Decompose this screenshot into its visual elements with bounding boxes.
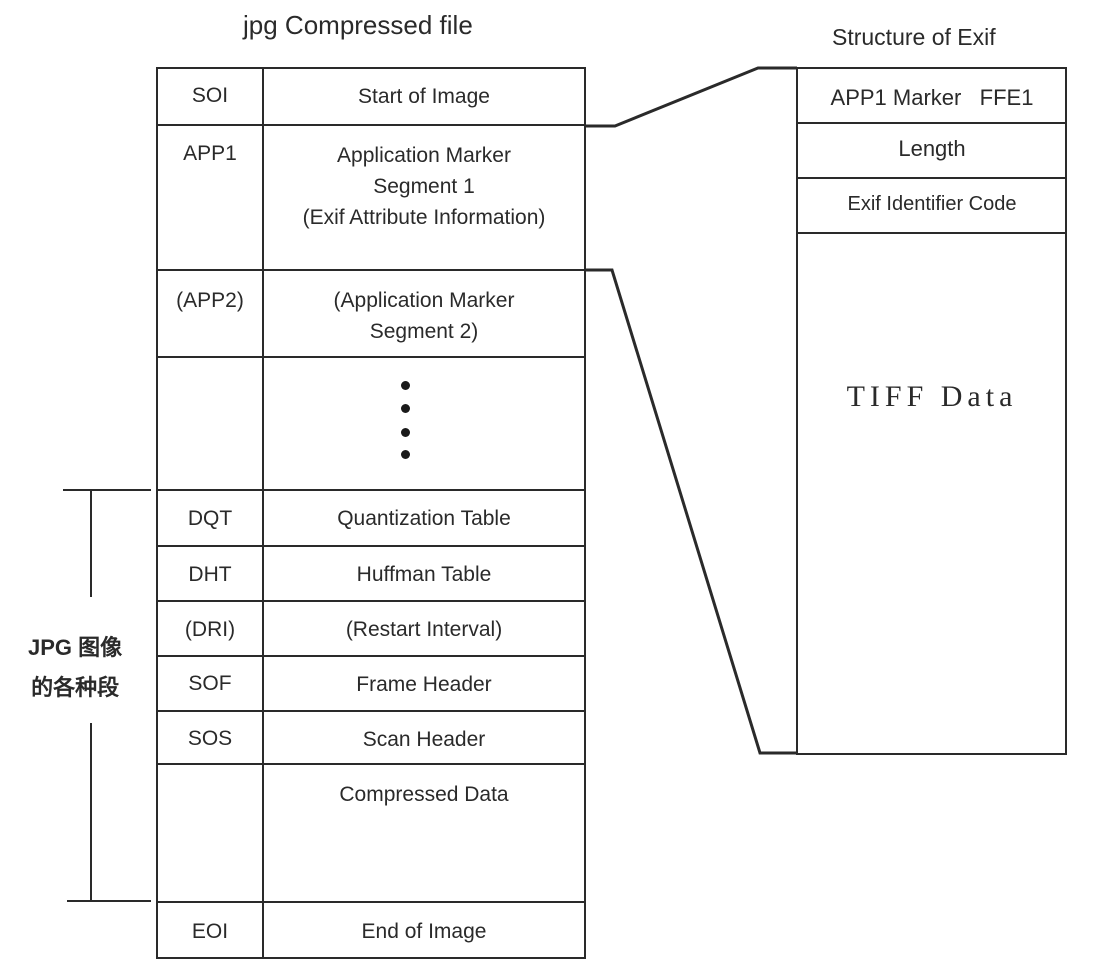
- side-label-line2: 的各种段: [31, 675, 120, 700]
- segment-row-app1: APP1 Application Marker Segment 1 (Exif …: [157, 124, 585, 269]
- jpg-segments-label: JPG 图像 的各种段: [28, 628, 122, 708]
- jpg-file-title: jpg Compressed file: [243, 10, 473, 40]
- ellipsis-dot: [401, 381, 410, 390]
- segment-row-dri: (DRI) (Restart Interval): [157, 600, 585, 655]
- tiff-data-label: TIFF Data: [846, 380, 1018, 413]
- jpg-segment-table: SOI Start of Image APP1 Application Mark…: [156, 67, 586, 959]
- segment-desc: End of Image: [361, 920, 487, 943]
- segment-row-sof: SOF Frame Header: [157, 655, 585, 710]
- segment-desc: (Application Marker: [333, 289, 515, 312]
- segment-desc: (Restart Interval): [345, 618, 503, 641]
- segment-desc: Quantization Table: [337, 507, 511, 530]
- exif-row-app1-marker: APP1 Marker FFE1: [830, 85, 1034, 110]
- segment-abbr: (APP2): [176, 289, 244, 312]
- segment-abbr: DQT: [187, 507, 233, 530]
- segment-desc: (Exif Attribute Information): [302, 206, 546, 229]
- segment-row-compressed-data: Compressed Data: [157, 763, 585, 901]
- segment-row-sos: SOS Scan Header: [157, 710, 585, 763]
- segment-desc: Segment 2): [369, 320, 479, 343]
- segment-row-soi: SOI Start of Image: [157, 67, 585, 124]
- segment-abbr: SOF: [188, 672, 232, 695]
- exif-row-identifier-code: Exif Identifier Code: [847, 193, 1017, 215]
- ellipsis-dot: [401, 428, 410, 437]
- segment-abbr: (DRI): [184, 618, 236, 641]
- segment-desc: Segment 1: [373, 175, 475, 198]
- segment-abbr: APP1: [183, 142, 237, 165]
- segment-row-app2: (APP2) (Application Marker Segment 2): [157, 269, 585, 356]
- segment-row-dht: DHT Huffman Table: [157, 545, 585, 600]
- segment-row-ellipsis: [157, 356, 585, 489]
- segment-row-eoi: EOI End of Image: [157, 901, 585, 959]
- segment-desc: Scan Header: [362, 728, 486, 751]
- exif-structure-table: APP1 Marker FFE1 Length Exif Identifier …: [796, 67, 1067, 755]
- exif-row-length: Length: [898, 136, 966, 161]
- exif-structure-title: Structure of Exif: [832, 24, 996, 50]
- ellipsis-dot: [401, 404, 410, 413]
- segment-abbr: SOI: [191, 84, 229, 107]
- segment-desc: Frame Header: [356, 673, 492, 696]
- segment-row-dqt: DQT Quantization Table: [157, 489, 585, 545]
- segment-abbr: SOS: [187, 727, 233, 750]
- segment-desc: Huffman Table: [356, 563, 492, 586]
- side-label-line1: JPG 图像: [28, 635, 123, 660]
- segment-desc: Start of Image: [358, 85, 490, 108]
- segment-abbr: DHT: [188, 563, 232, 586]
- ellipsis-dot: [401, 450, 410, 459]
- segment-desc: Application Marker: [337, 144, 511, 167]
- segment-desc: Compressed Data: [339, 783, 509, 806]
- segment-abbr: EOI: [191, 920, 229, 943]
